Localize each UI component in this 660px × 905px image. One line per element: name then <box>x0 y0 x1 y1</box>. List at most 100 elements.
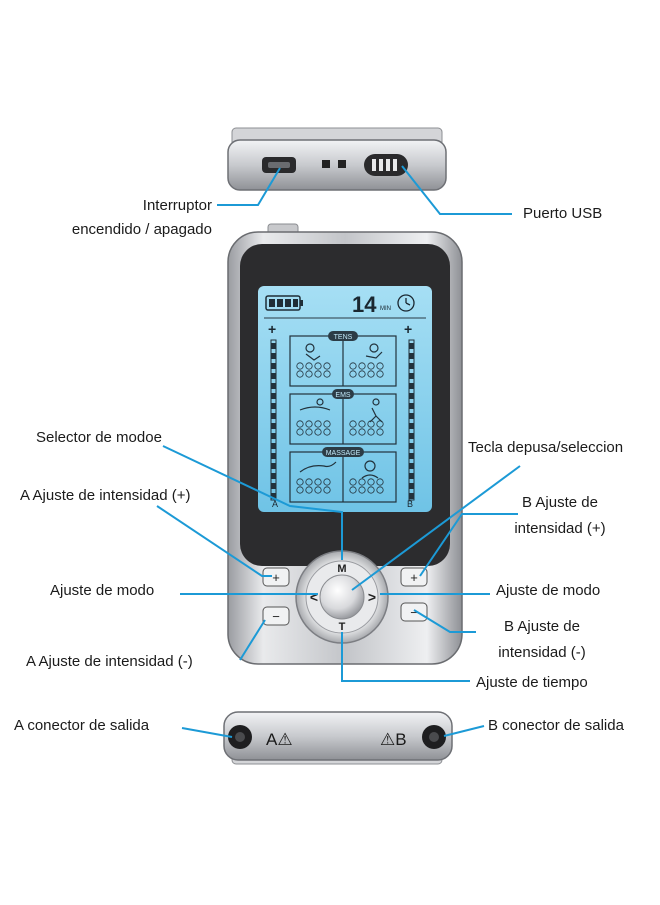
label-usb-port: Puerto USB <box>523 205 603 222</box>
intensity-segment <box>271 463 276 469</box>
program-dot <box>376 362 384 370</box>
intensity-segment <box>271 353 276 359</box>
b-plus-button <box>400 567 428 587</box>
program-dot <box>376 486 384 494</box>
program-dot <box>314 370 322 378</box>
program-dot <box>358 362 366 370</box>
svg-text:+: + <box>268 321 276 337</box>
program-dot <box>296 370 304 378</box>
program-dot <box>349 370 357 378</box>
program-dot <box>305 428 313 436</box>
program-dot <box>305 478 313 486</box>
label-b-output: B conector de salida <box>488 717 624 734</box>
intensity-segment <box>409 353 414 359</box>
intensity-segment <box>271 483 276 489</box>
program-dot <box>314 478 322 486</box>
program-dot <box>349 420 357 428</box>
intensity-segment <box>271 423 276 429</box>
intensity-segment <box>271 413 276 419</box>
intensity-segment <box>409 463 414 469</box>
intensity-segment <box>409 423 414 429</box>
svg-text:MASSAGE: MASSAGE <box>326 450 361 457</box>
svg-text:M: M <box>337 563 346 575</box>
svg-text:TENS: TENS <box>334 334 353 341</box>
program-dot <box>376 420 384 428</box>
program-dot <box>367 370 375 378</box>
program-dot <box>349 428 357 436</box>
program-dot <box>358 486 366 494</box>
b-output-label: ⚠B <box>380 730 407 749</box>
svg-text:−: − <box>410 605 418 620</box>
label-b-intensity-minus: B Ajuste de intensidad (-) <box>498 618 586 661</box>
intensity-bar-b <box>408 339 415 501</box>
program-dot <box>349 362 357 370</box>
battery-icon <box>265 295 303 311</box>
bottom-edge-view: A⚠ ⚠B <box>223 711 453 765</box>
svg-text:+: + <box>410 570 418 585</box>
intensity-segment <box>271 393 276 399</box>
program-dot <box>367 362 375 370</box>
program-dot <box>305 420 313 428</box>
intensity-segment <box>409 453 414 459</box>
program-dot <box>296 428 304 436</box>
intensity-segment <box>271 383 276 389</box>
label-a-intensity-plus: A Ajuste de intensidad (+) <box>20 487 191 504</box>
intensity-segment <box>271 443 276 449</box>
intensity-segment <box>271 473 276 479</box>
intensity-segment <box>271 453 276 459</box>
label-mode-adjust-left: Ajuste de modo <box>50 582 155 599</box>
program-dot <box>314 486 322 494</box>
program-dot <box>323 478 331 486</box>
program-dot <box>367 486 375 494</box>
svg-text:<: < <box>310 589 318 605</box>
program-dot <box>358 420 366 428</box>
label-mode-selector: Selector de modoe <box>36 429 162 446</box>
label-b-intensity-plus: B Ajuste de intensidad (+) <box>514 494 606 537</box>
program-dot <box>296 362 304 370</box>
program-dot <box>296 478 304 486</box>
label-a-output: A conector de salida <box>14 717 150 734</box>
intensity-segment <box>409 483 414 489</box>
label-power-switch: Interruptor encendido / apagado <box>71 197 212 238</box>
intensity-segment <box>409 413 414 419</box>
intensity-segment <box>271 433 276 439</box>
intensity-segment <box>409 373 414 379</box>
svg-text:T: T <box>339 621 346 633</box>
svg-text:−: − <box>272 609 280 624</box>
program-dot <box>296 486 304 494</box>
timer-unit: MIN <box>380 306 391 312</box>
label-time-adjust: Ajuste de tiempo <box>476 674 588 691</box>
intensity-segment <box>409 433 414 439</box>
intensity-bar-a <box>270 339 277 501</box>
intensity-segment <box>409 343 414 349</box>
svg-text:EMS: EMS <box>335 392 351 399</box>
intensity-segment <box>409 443 414 449</box>
intensity-segment <box>409 363 414 369</box>
program-dot <box>323 362 331 370</box>
svg-text:+: + <box>272 570 280 585</box>
program-dot <box>367 428 375 436</box>
intensity-segment <box>409 473 414 479</box>
program-dot <box>305 486 313 494</box>
program-dot <box>358 370 366 378</box>
svg-text:B: B <box>407 499 413 509</box>
mode-grid <box>289 335 397 503</box>
program-dot <box>314 420 322 428</box>
a-minus-button <box>262 606 290 626</box>
program-dot <box>323 370 331 378</box>
device-body: 14 MIN + + A B TENS <box>227 223 463 665</box>
label-mode-adjust-right: Ajuste de modo <box>496 582 601 599</box>
svg-text:A: A <box>272 499 278 509</box>
timer-value: 14 <box>352 292 377 317</box>
intensity-segment <box>409 393 414 399</box>
program-dot <box>376 370 384 378</box>
program-dot <box>358 478 366 486</box>
clock-icon <box>397 294 415 312</box>
label-a-intensity-minus: A Ajuste de intensidad (-) <box>26 653 193 670</box>
program-dot <box>296 420 304 428</box>
svg-text:>: > <box>368 589 376 605</box>
intensity-segment <box>271 363 276 369</box>
intensity-segment <box>409 493 414 499</box>
therapy-figures <box>299 343 383 479</box>
